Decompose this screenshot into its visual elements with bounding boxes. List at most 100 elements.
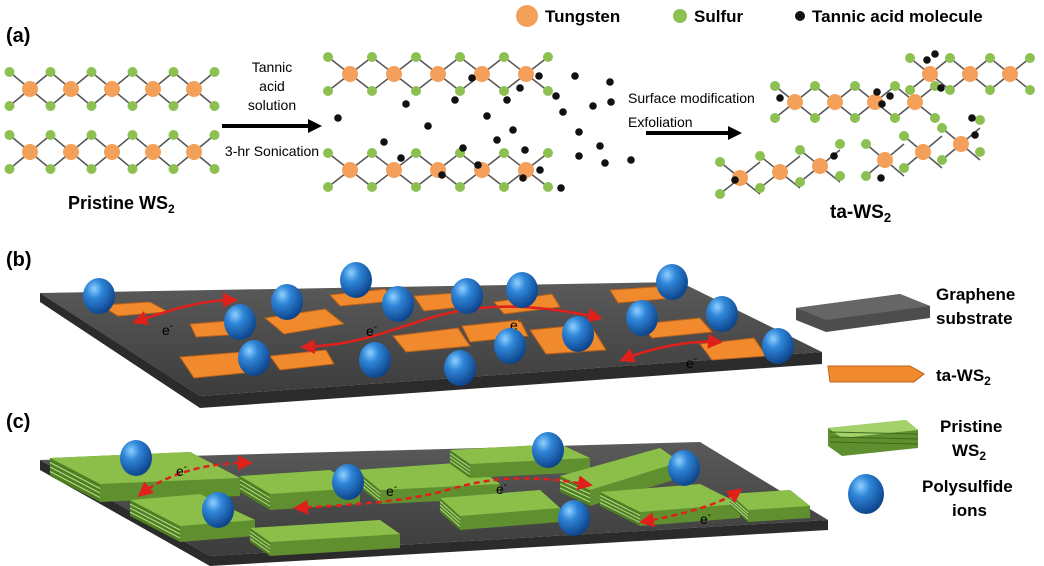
electron-path-c1: [137, 455, 253, 497]
sulfur-atom: [86, 130, 97, 140]
polysulfide-ion: [494, 328, 526, 364]
tannic-acid-molecule: [451, 96, 459, 104]
tannic-acid-molecule: [424, 122, 432, 130]
panel-b: (b) e- e- e- e-: [6, 249, 822, 408]
electron-label-c2: e-: [386, 482, 397, 499]
tannic-acid-molecule: [483, 112, 491, 120]
sulfur-atom: [1025, 85, 1035, 95]
stack-layer-line: [599, 495, 641, 516]
sulfur-atom: [86, 101, 97, 111]
tungsten-atom: [962, 66, 978, 82]
sulfur-atom: [323, 86, 333, 96]
stack-top: [730, 490, 810, 510]
polysulfide-ion: [558, 500, 590, 536]
sulfur-atom: [86, 164, 97, 174]
tannic-acid-molecule: [474, 161, 482, 169]
electron-label-c3: e-: [496, 480, 507, 497]
electron-path-b1: [132, 292, 238, 326]
sulfur-atom: [835, 171, 845, 181]
step1-line4: 3-hr Sonication: [225, 143, 319, 159]
step2-line1: Surface modification: [628, 90, 755, 106]
sulfur-atom: [209, 130, 220, 140]
tungsten-atom: [186, 144, 202, 160]
sulfur-atom: [168, 101, 179, 111]
tannic-acid-molecule: [519, 174, 527, 182]
tannic-acid-molecule: [731, 176, 739, 184]
tannic-acid-molecule: [557, 184, 565, 192]
stack-layer-line: [129, 503, 181, 531]
electron-label-b4: e-: [686, 354, 697, 371]
sulfur-atom: [4, 130, 15, 140]
tannic-legend-dot: [795, 11, 805, 21]
tannic-acid-molecule: [459, 144, 467, 152]
electron-path-b3: [619, 333, 723, 363]
sulfur-atom: [890, 113, 900, 123]
tungsten-atom: [186, 81, 202, 97]
tungsten-atom: [104, 81, 120, 97]
legend-top: Tungsten Sulfur Tannic acid molecule: [516, 5, 983, 27]
pristine-ws2-label: Pristine WS2: [68, 193, 175, 216]
tungsten-atom: [145, 81, 161, 97]
electron-path-c2: [293, 475, 593, 515]
sulfur-atom: [86, 67, 97, 77]
polysulfide-ion: [626, 300, 658, 336]
polysulfide-ion: [668, 450, 700, 486]
process-arrow-2-head: [728, 126, 742, 140]
electron-label-b2: e-: [366, 322, 377, 339]
sulfur-atom: [850, 113, 860, 123]
sulfur-atom: [168, 67, 179, 77]
sulfur-atom: [455, 86, 465, 96]
sulfur-atom: [1025, 53, 1035, 63]
sulfur-atom: [127, 101, 138, 111]
polysulfide-legend-icon: [848, 474, 884, 514]
sulfur-atom: [945, 53, 955, 63]
polysulfide-ion: [202, 492, 234, 528]
tungsten-atom: [518, 162, 534, 178]
sulfur-atom: [45, 67, 56, 77]
sulfur-atom: [4, 164, 15, 174]
tungsten-atom: [877, 152, 893, 168]
tungsten-atom: [953, 136, 969, 152]
stack-layer-line: [129, 511, 181, 539]
polysulfide-ion: [451, 278, 483, 314]
tannic-acid-molecule: [438, 171, 446, 179]
electron-label-c1: e-: [176, 462, 187, 479]
legend-poly-line1: Polysulfide: [922, 477, 1013, 496]
electron-path-b2: [300, 305, 603, 355]
sulfur-atom: [209, 164, 220, 174]
ta-fragment-4: [861, 115, 985, 181]
legend-ta-ws2: ta-WS2: [936, 366, 991, 388]
legend-poly-line2: ions: [952, 501, 987, 520]
polysulfide-ion: [762, 328, 794, 364]
tungsten-atom: [22, 144, 38, 160]
tannic-acid-molecule: [971, 131, 979, 139]
sulfur-atom: [770, 81, 780, 91]
legend-tannic: Tannic acid molecule: [812, 7, 983, 26]
tannic-acid-molecule: [606, 78, 614, 86]
ta-ws2-legend-icon: [827, 365, 925, 383]
stack-layer-line: [599, 498, 641, 520]
panel-b-label: (b): [6, 249, 32, 271]
ta-fragment-1: [770, 81, 940, 123]
sulfur-atom: [168, 130, 179, 140]
sulfur-atom: [367, 86, 377, 96]
polysulfide-ion: [444, 350, 476, 386]
tungsten-atom: [518, 66, 534, 82]
pristine-layer-2: [4, 130, 220, 174]
polysulfide-ion: [359, 342, 391, 378]
polysulfide-ion: [224, 304, 256, 340]
sulfur-atom: [323, 148, 333, 158]
stack-layer-line: [449, 460, 471, 475]
sulfur-atom: [715, 189, 725, 199]
sulfur-atom: [715, 157, 725, 167]
side-legend: Graphene substrate ta-WS2 Pristine WS2 P…: [796, 285, 1015, 520]
sulfur-atom: [543, 86, 553, 96]
tungsten-atom: [386, 66, 402, 82]
sulfur-atom: [755, 183, 765, 193]
ta-fragment-2: [905, 53, 1035, 95]
tannic-acid-molecule: [571, 72, 579, 80]
sulfur-atom: [795, 177, 805, 187]
tungsten-atom: [787, 94, 803, 110]
sulfur-atom: [890, 81, 900, 91]
